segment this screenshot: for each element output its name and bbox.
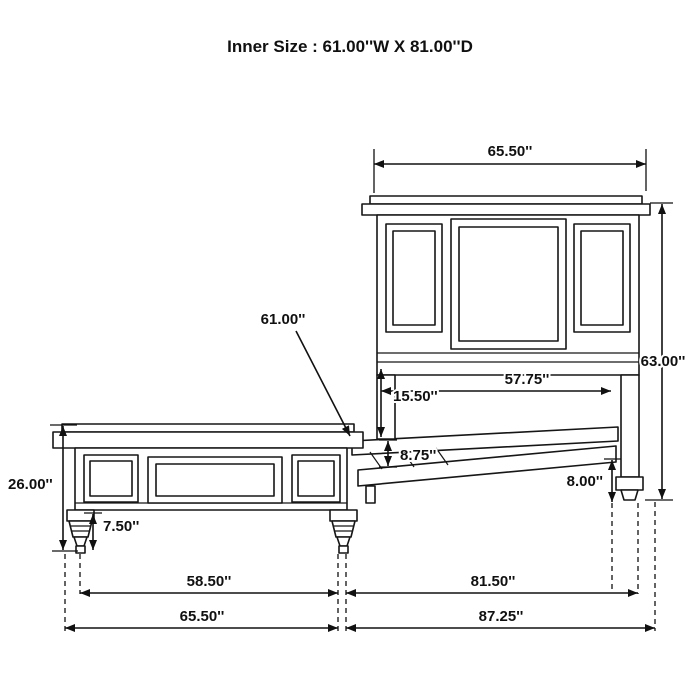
headboard	[361, 195, 651, 501]
bed-illustration	[52, 195, 651, 554]
slat	[435, 447, 449, 466]
headboard-panel-right-inner	[580, 230, 624, 326]
headboard-cap-top	[369, 195, 643, 205]
dim-leg-height: 7.50''	[84, 512, 141, 550]
dim-label-under-clearance: 8.00''	[567, 473, 603, 490]
footboard-panel-right-inner	[297, 460, 335, 497]
headboard-panel-left-inner	[392, 230, 436, 326]
slat	[369, 451, 383, 470]
footboard-panel-center-inner	[155, 463, 275, 497]
dim-platform-to-panel: 15.50''	[377, 369, 440, 437]
dim-label-footboard-width: 65.50''	[180, 608, 225, 625]
dim-label-headboard-width: 65.50''	[488, 143, 533, 160]
footboard-leg-left	[66, 509, 95, 554]
dim-label-overall-length: 87.25''	[479, 608, 524, 625]
dim-overall-height: 63.00''	[639, 202, 687, 501]
leader-line	[295, 330, 351, 437]
footboard-cap-top	[61, 423, 355, 433]
side-rails	[351, 426, 619, 504]
dim-rail-length: 81.50''	[346, 571, 638, 597]
headboard-post-right	[620, 374, 640, 478]
headboard-cap	[361, 203, 651, 216]
footboard-cap	[52, 431, 364, 449]
dim-inner-width: 61.00''	[259, 309, 351, 437]
headboard-foot-block	[615, 476, 644, 491]
footboard	[52, 423, 364, 554]
dim-label-footboard-inner-span: 58.50''	[187, 573, 232, 590]
dim-label-platform-to-panel: 15.50''	[393, 388, 438, 405]
dim-footboard-width: 65.50''	[65, 606, 338, 632]
dim-overall-length: 87.25''	[346, 606, 655, 632]
dim-footboard-inner-span: 58.50''	[80, 571, 338, 597]
dim-under-clearance: 8.00''	[565, 458, 621, 589]
dim-label-footboard-height: 26.00''	[8, 476, 53, 493]
center-support-leg	[365, 485, 376, 504]
dim-headboard-inner-width: 57.75''	[381, 369, 611, 395]
dim-label-headboard-inner-width: 57.75''	[505, 371, 550, 388]
dim-footboard-height: 26.00''	[6, 424, 78, 552]
near-rail	[357, 445, 617, 487]
dim-rail-height: 8.75''	[379, 439, 438, 468]
dim-label-overall-height: 63.00''	[641, 353, 686, 370]
dim-label-rail-height: 8.75''	[400, 447, 436, 464]
dim-headboard-width: 65.50''	[373, 141, 647, 193]
footboard-leg-right	[329, 509, 358, 554]
inner-size-title: Inner Size : 61.00''W X 81.00''D	[227, 37, 473, 56]
footboard-panel-left-inner	[89, 460, 133, 497]
headboard-foot-taper	[620, 489, 639, 501]
slat	[401, 449, 415, 468]
dim-label-inner-width: 61.00''	[261, 311, 306, 328]
projection-lines	[64, 502, 656, 631]
dim-label-leg-height: 7.50''	[103, 518, 139, 535]
headboard-panel-center-inner	[458, 226, 559, 342]
headboard-post-left	[376, 374, 396, 440]
dim-label-rail-length: 81.50''	[471, 573, 516, 590]
far-rail	[351, 426, 619, 456]
